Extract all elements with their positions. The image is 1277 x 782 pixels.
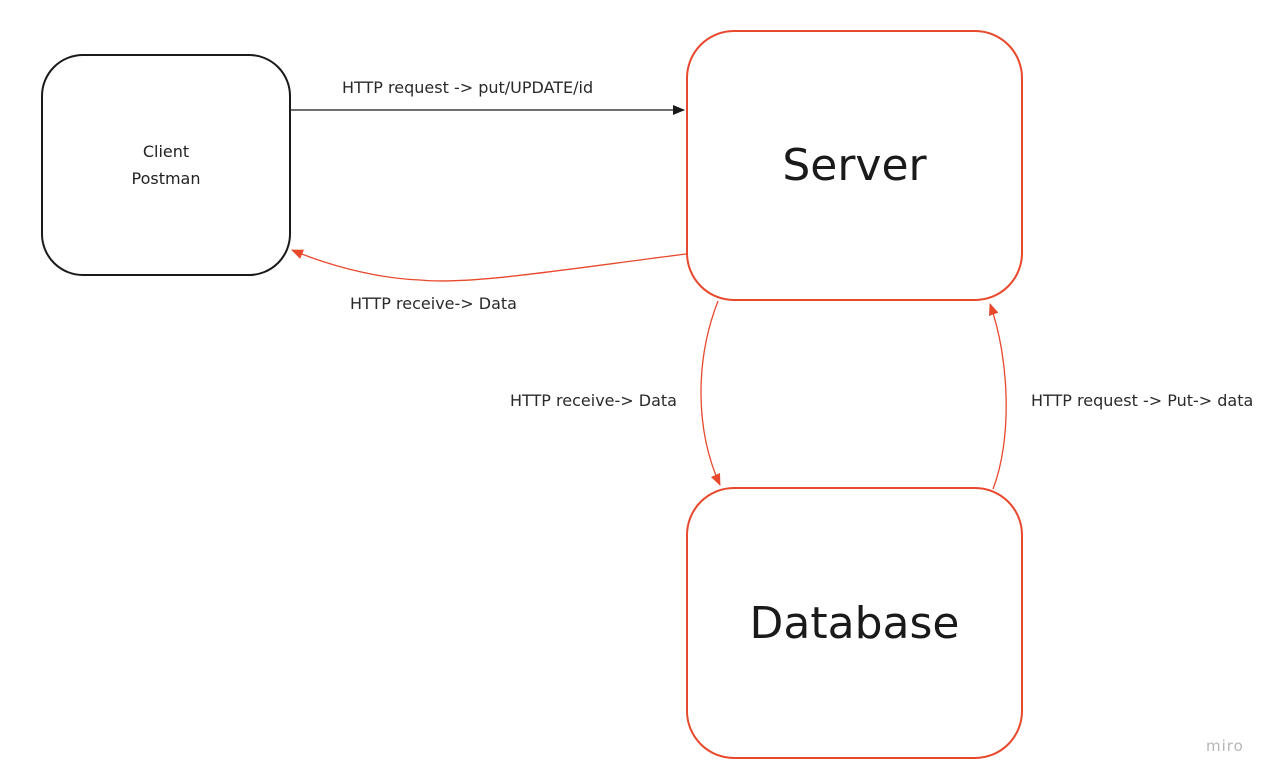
database-node-label: Database	[749, 597, 960, 649]
server-node-label: Server	[782, 140, 927, 191]
edge-server-to-client[interactable]	[291, 249, 687, 282]
client-node-label-line2: Postman	[131, 169, 201, 188]
server-node[interactable]: Server	[686, 30, 1023, 301]
edge-label-database-to-server: HTTP request -> Put-> data	[1031, 391, 1254, 410]
database-node[interactable]: Database	[686, 487, 1023, 759]
client-node[interactable]: Client Postman	[41, 54, 291, 276]
edge-server-to-database[interactable]	[700, 300, 721, 486]
edge-database-to-server[interactable]	[988, 303, 1007, 490]
edge-label-server-to-database: HTTP receive-> Data	[510, 391, 677, 410]
edge-label-server-to-client: HTTP receive-> Data	[350, 294, 517, 313]
edge-label-client-to-server: HTTP request -> put/UPDATE/id	[342, 78, 594, 97]
client-node-label-line1: Client	[142, 142, 190, 161]
miro-watermark: miro	[1206, 737, 1244, 755]
